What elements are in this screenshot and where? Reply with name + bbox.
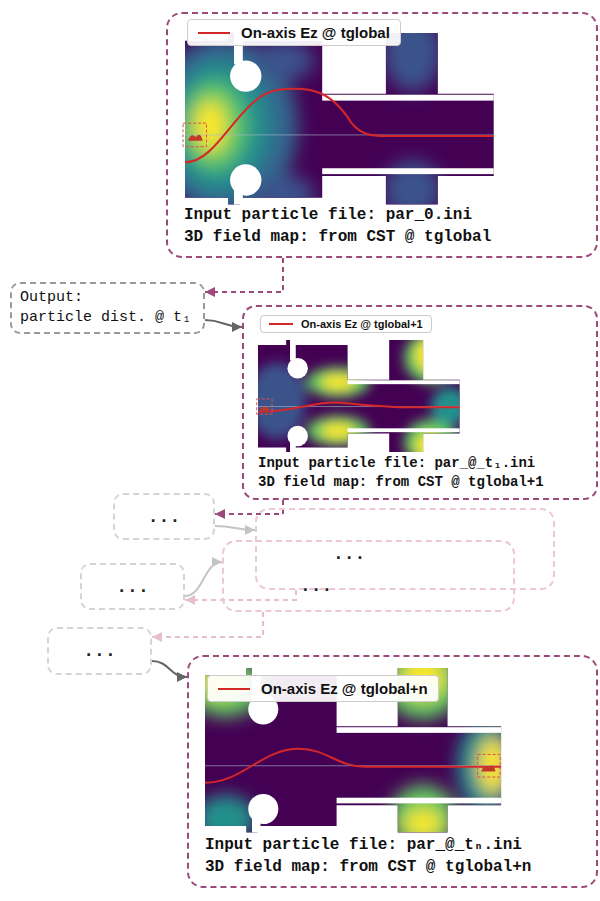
input-file-text: Input particle file: par_@_tₙ.ini [205,834,522,856]
step-box: Input particle file: par_@_tₙ.ini3D fiel… [187,655,598,888]
illustration-part [415,434,443,457]
input-file-text: Input particle file: par_0.ini [184,204,472,226]
flow-arrow [152,661,187,677]
bunch-marker [183,123,207,147]
flow-arrow [185,590,296,600]
illustration-part [248,332,469,465]
field-intensity [151,13,442,219]
ellipsis-box: ... [113,493,215,540]
legend-line [269,323,293,325]
flow-arrow [205,320,242,327]
ellipsis-text: ... [83,641,115,661]
legend: On-axis Ez @ tglobal [187,19,401,46]
illustration-part [151,13,442,219]
input-file-text: Input particle file: par_@_t₁.ini [258,454,535,473]
bunch-marker [478,754,501,777]
field-map-text: 3D field map: from CST @ tglobal+1 [258,473,544,492]
field-intensity [248,332,469,465]
legend-line-sample [269,319,293,329]
ez-curve [185,89,494,163]
legend-text: On-axis Ez @ tglobal+1 [301,318,423,330]
cavity-holes [230,33,494,205]
field-map [248,332,469,465]
ellipsis-box: ... [80,563,185,610]
field-map-text: 3D field map: from CST @ tglobal+n [205,856,531,878]
step-box: Input particle file: par_0.ini3D field m… [166,12,598,258]
ellipsis-step-box: ... [222,540,515,612]
particle-bunch [260,406,270,410]
output-text: particle dist. @ t₁ [20,308,191,328]
ellipsis-text: ... [300,576,332,596]
illustration-part [404,332,458,383]
ellipsis-box: ... [47,627,152,675]
legend: On-axis Ez @ tglobal+n [207,675,439,702]
legend-line [218,688,250,690]
legend-line-sample [198,28,230,38]
bunch-marker [257,399,272,414]
flow-arrow [215,500,283,514]
field-map-text: 3D field map: from CST @ tglobal [184,226,491,248]
legend-text: On-axis Ez @ tglobal [241,24,390,41]
illustration-part [404,809,442,837]
flow-arrow [152,612,263,637]
legend-line [198,32,230,34]
field-map [151,13,494,219]
flow-arrow [185,562,222,596]
output-box: Output:particle dist. @ t₁ [10,282,205,334]
cavity-holes [287,340,459,452]
illustration-part [415,340,443,371]
ellipsis-text: ... [116,577,148,597]
ez-curve [205,749,501,783]
ez-curve [258,402,460,411]
particle-bunch [481,766,495,772]
flow-arrow [205,258,283,292]
field-map [186,645,517,853]
ellipsis-text: ... [148,507,180,527]
illustration-part [183,82,246,170]
cavity-shape [205,668,501,833]
flow-arrow [215,526,255,530]
illustration-part [195,101,226,152]
illustration-part [196,795,256,842]
legend-line-sample [218,684,250,694]
ellipsis-text: ... [333,544,365,564]
illustration-part [186,645,517,853]
legend-text: On-axis Ez @ tglobal+n [261,680,428,697]
step-box: Input particle file: par_@_t₁.ini3D fiel… [242,305,598,500]
field-intensity [186,645,517,853]
legend: On-axis Ez @ tglobal+1 [260,315,432,333]
output-heading: Output: [20,288,83,308]
particle-bunch [188,135,203,141]
